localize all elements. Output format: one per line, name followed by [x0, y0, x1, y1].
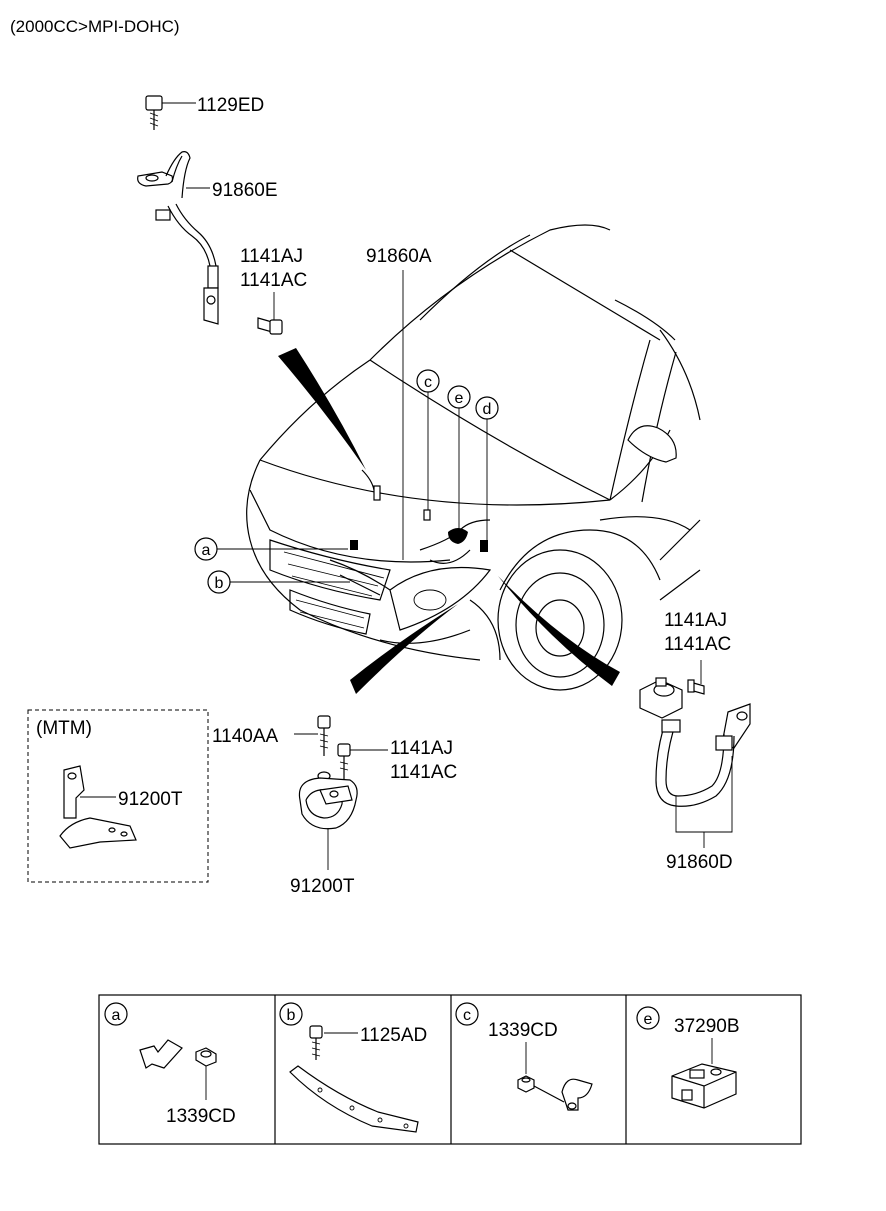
ground-cable-91860E-drawing — [137, 95, 219, 325]
label-1141AC-top: 1141AC — [240, 270, 307, 291]
fuse-block-drawing-e — [671, 1063, 737, 1109]
clip-drawing-c — [517, 1075, 593, 1111]
mtm-bracket-drawing — [59, 765, 137, 849]
detail-cell-e: e 37290B — [636, 1006, 740, 1109]
pointer-wedge-right — [498, 576, 620, 686]
label-91860E: 91860E — [212, 180, 278, 201]
battery-cable-91860D-drawing — [639, 677, 751, 807]
detail-letter-e: e — [644, 1011, 653, 1028]
label-91200T-mtm: 91200T — [118, 789, 183, 810]
callout-b: b — [215, 575, 224, 592]
label-91860D: 91860D — [666, 852, 733, 873]
leader-91860D — [675, 756, 733, 848]
label-1141AJ-top: 1141AJ — [240, 246, 303, 267]
detail-part-a: 1339CD — [166, 1106, 236, 1127]
bracket-91200T-drawing — [298, 715, 358, 830]
label-1141AC-mid: 1141AC — [390, 762, 457, 783]
label-1129ED: 1129ED — [197, 95, 264, 116]
detail-letter-a: a — [112, 1007, 121, 1024]
detail-cell-b: b 1125AD — [279, 1002, 427, 1133]
label-91860A: 91860A — [366, 246, 432, 267]
pointer-wedge-left — [350, 604, 458, 694]
label-91200T: 91200T — [290, 876, 355, 897]
detail-letter-c: c — [463, 1007, 471, 1024]
detail-cell-c: c 1339CD — [455, 1002, 593, 1111]
detail-letter-b: b — [287, 1007, 296, 1024]
callout-a: a — [202, 542, 211, 559]
bolt-top-drawing — [257, 317, 283, 335]
bracket-drawing-b — [289, 1025, 419, 1133]
label-1141AJ-right: 1141AJ — [664, 610, 727, 631]
car-front-illustration — [246, 224, 701, 691]
label-1140AA: 1140AA — [212, 726, 279, 747]
pointer-wedge-top — [278, 348, 366, 470]
engine-spec-title: (2000CC>MPI-DOHC) — [10, 17, 180, 36]
clip-drawing-a — [139, 1039, 217, 1069]
detail-part-e: 37290B — [674, 1016, 740, 1037]
label-mtm: (MTM) — [36, 718, 92, 739]
detail-part-b: 1125AD — [360, 1025, 427, 1046]
mtm-dashed-box — [27, 709, 209, 883]
detail-part-c: 1339CD — [488, 1020, 558, 1041]
label-1141AC-right: 1141AC — [664, 634, 731, 655]
label-1141AJ-mid: 1141AJ — [390, 738, 453, 759]
callout-c: c — [424, 374, 432, 391]
callout-d: d — [483, 401, 492, 418]
detail-table — [98, 994, 802, 1145]
callout-e: e — [455, 390, 464, 407]
detail-cell-a: a 1339CD — [104, 1002, 236, 1127]
